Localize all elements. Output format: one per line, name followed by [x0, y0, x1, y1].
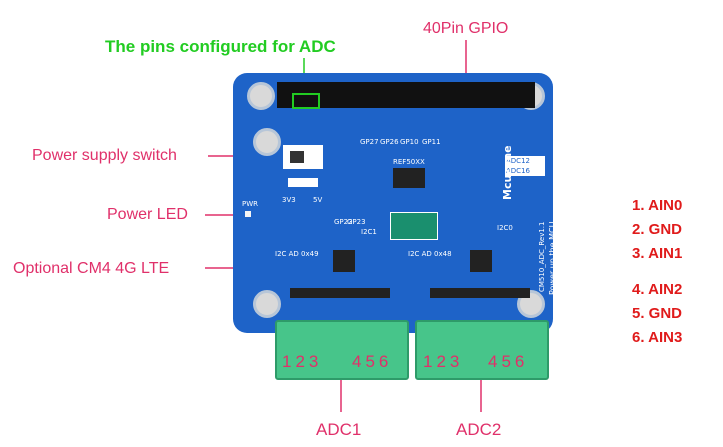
brand-block: Mcuzone: [498, 70, 516, 200]
adc2-pin-header: [430, 288, 530, 298]
mount-hole: [253, 128, 281, 156]
ref-chip: [393, 168, 425, 188]
pin-item: 2. GND: [632, 221, 683, 238]
pin-list: 1. AIN0 2. GND 3. AIN1 4. AIN2 5. GND 6.…: [632, 194, 682, 350]
pin-item: 1. AIN0: [632, 197, 683, 214]
power-led: [245, 211, 251, 217]
silk-model: CM510_ADC_Rev1.1: [538, 221, 546, 293]
silk-brand: Mcuzone: [501, 145, 514, 200]
silk-adc16: ADC16: [506, 167, 530, 175]
silk-i2c1: I2C1: [361, 228, 377, 236]
adc1-pin-header: [290, 288, 390, 298]
silk-gp10: GP10: [400, 138, 419, 146]
mount-hole: [253, 290, 281, 318]
silk-gp11: GP11: [422, 138, 441, 146]
gpio-callout: 40Pin GPIO: [423, 20, 509, 37]
silk-gp23: GP23: [347, 218, 366, 226]
silk-i2c48: I2C AD 0x48: [408, 250, 452, 258]
silk-gp26: GP26: [380, 138, 399, 146]
adc-pins-callout: The pins configured for ADC: [105, 37, 336, 56]
pin-item: 5. GND: [632, 305, 683, 322]
silk-i2c49: I2C AD 0x49: [275, 250, 319, 258]
silk-gp27: GP27: [360, 138, 379, 146]
pin-item: 6. AIN3: [632, 329, 683, 346]
terminal-block-adc2: [415, 320, 549, 380]
mount-hole: [247, 82, 275, 110]
adc1-chip: [333, 250, 355, 272]
power-led-callout: Power LED: [107, 206, 188, 223]
adc2-chip: [470, 250, 492, 272]
switch-knob: [290, 151, 304, 163]
center-connector: [390, 212, 438, 240]
silk-tagline: Power up the MCU: [548, 221, 557, 295]
terminal-numbers-1: 123: [282, 352, 323, 371]
adc-select-box: [505, 156, 545, 176]
adc-pin-highlight: [292, 93, 320, 109]
silk-i2c0: I2C0: [497, 224, 513, 232]
terminal-numbers-3: 123: [423, 352, 464, 371]
pin-item: 3. AIN1: [632, 245, 683, 262]
pin-item: 4. AIN2: [632, 281, 683, 298]
jumper-pad: [288, 178, 318, 187]
silk-pwr: PWR: [242, 200, 259, 208]
power-switch-callout: Power supply switch: [32, 147, 177, 164]
gpio-header: [277, 82, 535, 108]
silk-3v3: 3V3: [282, 196, 296, 204]
terminal-numbers-4: 456: [488, 352, 529, 371]
silk-ref: REF50XX: [393, 158, 425, 166]
cm4-lte-callout: Optional CM4 4G LTE: [13, 260, 170, 277]
silk-5v: 5V: [313, 196, 323, 204]
adc1-label: ADC1: [316, 420, 362, 439]
adc2-label: ADC2: [456, 420, 502, 439]
terminal-numbers-2: 456: [352, 352, 393, 371]
silk-gp22: GP22: [334, 218, 353, 226]
silk-adc12: ADC12: [506, 157, 530, 165]
terminal-block-adc1: [275, 320, 409, 380]
